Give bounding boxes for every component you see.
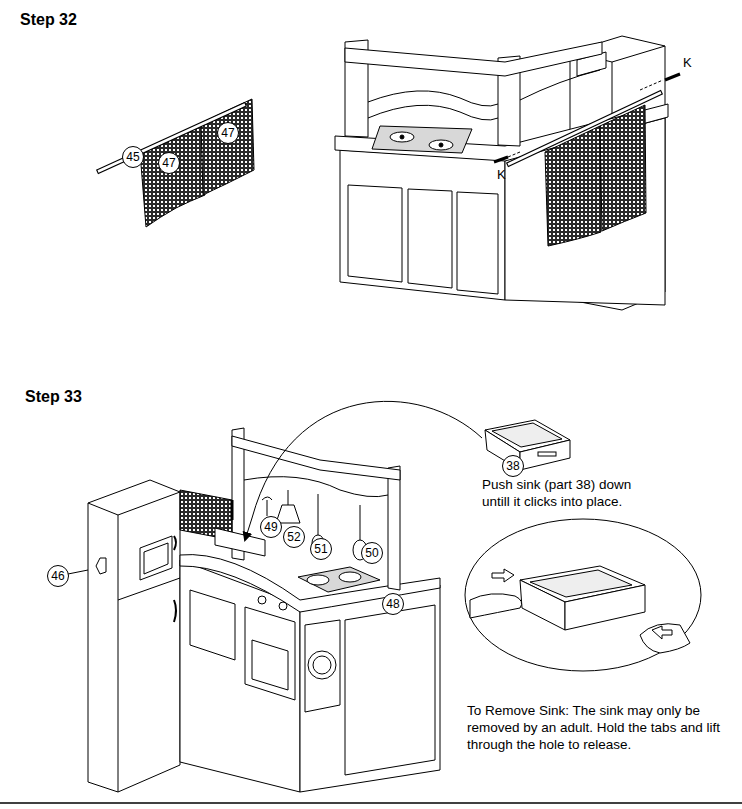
step33-sink — [245, 401, 570, 540]
part-letter: K — [683, 55, 692, 71]
callout-circle: 38 — [502, 455, 524, 477]
step32-kitchen — [335, 36, 680, 310]
page-rule — [0, 802, 742, 804]
callout-circle: 46 — [47, 565, 69, 587]
callout-number: 38 — [506, 460, 519, 472]
callout-number: 50 — [365, 547, 378, 559]
callout-number: 47 — [162, 157, 175, 169]
callout-number: 45 — [126, 151, 139, 163]
callout-circle: 50 — [361, 542, 383, 564]
part-letter: K — [497, 167, 506, 183]
sink-arrow — [252, 401, 482, 518]
callout-number: 52 — [287, 531, 300, 543]
instruction-note: To Remove Sink: The sink may only be rem… — [467, 703, 735, 754]
callout-number: 49 — [264, 521, 277, 533]
callout-circle: 49 — [260, 516, 282, 538]
callout-number: 47 — [221, 127, 234, 139]
callout-number: 51 — [314, 543, 327, 555]
callout-circle: 51 — [310, 538, 332, 560]
callout-circle: 52 — [283, 526, 305, 548]
callout-circle: 45 — [122, 146, 144, 168]
callout-circle: 47 — [217, 122, 239, 144]
callout-number: 48 — [386, 598, 399, 610]
callout-circle: 48 — [382, 593, 404, 615]
instruction-note: Push sink (part 38) down untill it click… — [482, 477, 632, 511]
callout-circle: 47 — [158, 152, 180, 174]
step33-kitchen — [58, 428, 440, 792]
callout-number: 46 — [51, 570, 64, 582]
remove-sink-inset — [465, 519, 701, 671]
step32-curtain — [97, 99, 254, 227]
step-heading: Step 32 — [20, 10, 77, 30]
step-heading: Step 33 — [25, 387, 82, 407]
